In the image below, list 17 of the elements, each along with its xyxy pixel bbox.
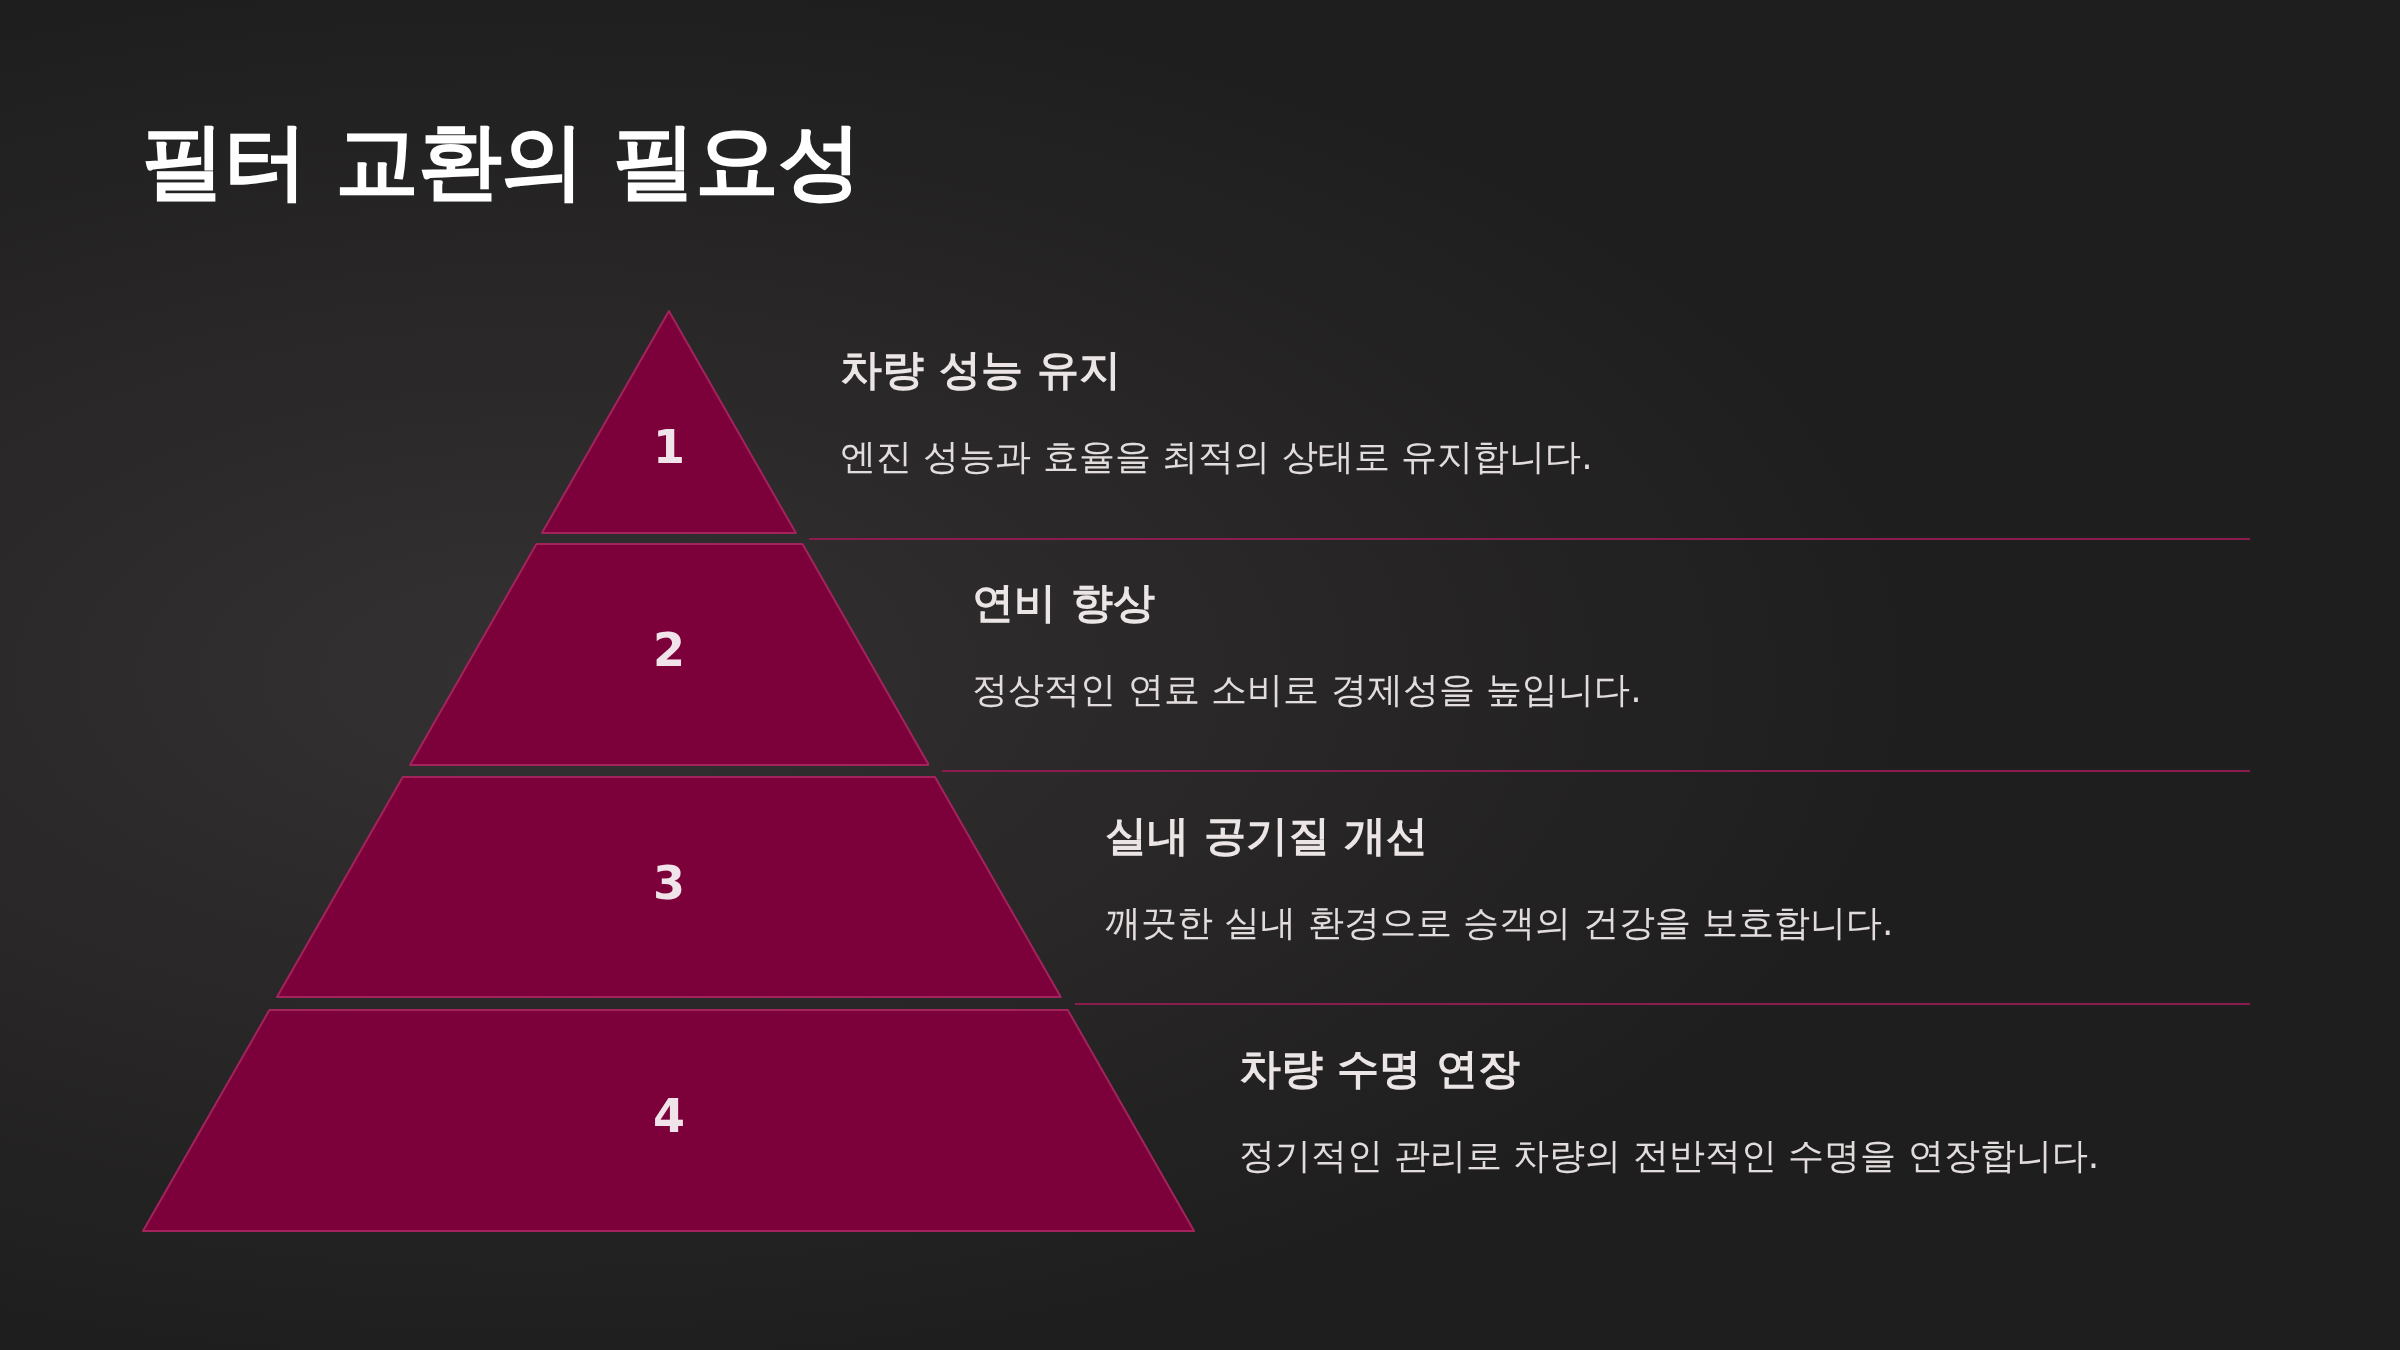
page-title: 필터 교환의 필요성 — [141, 113, 862, 210]
tier-heading: 연비 향상 — [972, 578, 1156, 629]
tier-number: 1 — [653, 422, 685, 473]
pyramid-tier — [142, 1009, 1196, 1232]
tier-description: 엔진 성능과 효율을 최적의 상태로 유지합니다. — [839, 434, 1593, 478]
pyramid-tier — [276, 776, 1062, 998]
tier-heading: 차량 수명 연장 — [1238, 1044, 1520, 1095]
tier-number: 2 — [653, 625, 685, 676]
pyramid-tier — [408, 543, 930, 766]
tier-description: 정상적인 연료 소비로 경제성을 높입니다. — [972, 667, 1642, 711]
pyramid-tier — [541, 310, 797, 534]
tier-heading: 차량 성능 유지 — [839, 345, 1122, 396]
tier-number: 4 — [653, 1091, 685, 1142]
tier-description: 깨끗한 실내 환경으로 승객의 건강을 보호합니다. — [1104, 900, 1894, 944]
tier-number: 3 — [653, 858, 685, 909]
tier-heading: 실내 공기질 개선 — [1104, 811, 1429, 862]
tier-description: 정기적인 관리로 차량의 전반적인 수명을 연장합니다. — [1238, 1133, 2100, 1177]
